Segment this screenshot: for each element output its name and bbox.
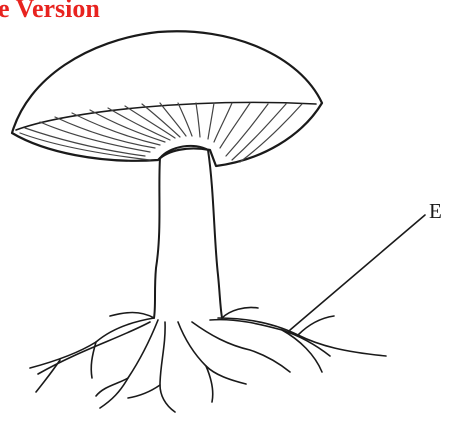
mushroom-cap: [12, 31, 322, 166]
label-e-leader-line: [290, 215, 425, 330]
mushroom-stalk-left: [154, 158, 160, 318]
mushroom-gills-rim: [16, 102, 316, 130]
mushroom-stalk-top: [160, 146, 208, 158]
mushroom-stalk-right: [208, 150, 222, 318]
hyphae: [30, 307, 386, 412]
label-e: E: [429, 199, 442, 223]
